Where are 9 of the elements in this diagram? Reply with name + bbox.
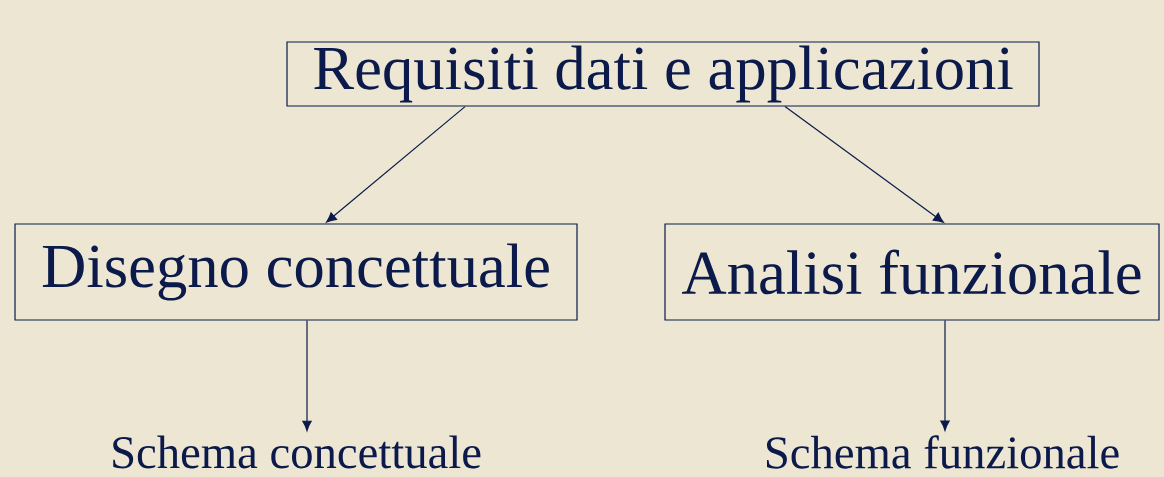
process-box: Analisi funzionale [664, 223, 1160, 321]
process-box: Requisiti dati e applicazioni [286, 41, 1040, 107]
arrow [784, 106, 944, 223]
process-box: Disegno concettuale [14, 223, 578, 321]
output-label: Schema funzionale [766, 435, 1119, 469]
arrow [302, 320, 312, 432]
arrow [940, 320, 950, 431]
arrow [326, 106, 466, 223]
output-label: Schema concettuale [113, 435, 481, 469]
